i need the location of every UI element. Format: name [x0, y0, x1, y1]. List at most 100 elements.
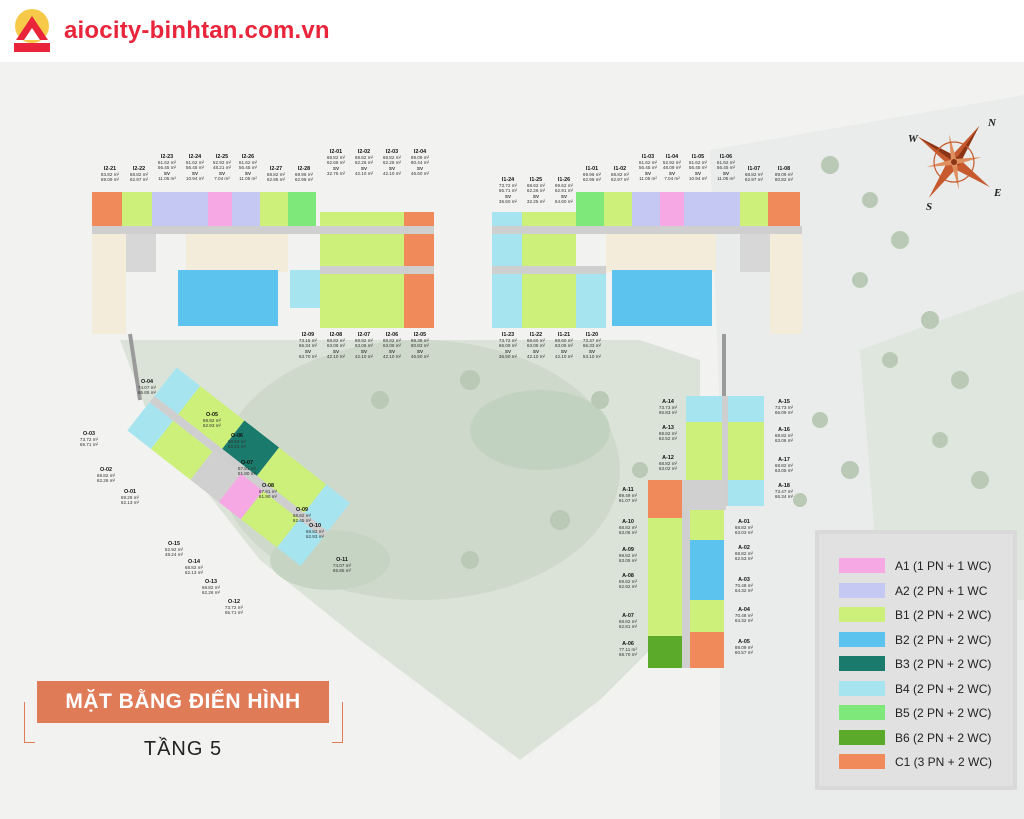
legend-label: B1 (2 PN + 2 WC): [895, 608, 992, 622]
legend-label: B4 (2 PN + 2 WC): [895, 681, 992, 696]
legend-label: A2 (2 PN + 1 WC: [895, 583, 988, 598]
legend-label: B2 (2 PN + 2 WC): [895, 632, 992, 647]
legend-swatch: [839, 631, 885, 647]
legend-swatch: [839, 705, 885, 720]
title-bracket-right: [332, 702, 343, 743]
plan-title: MẶT BẰNG ĐIỂN HÌNH: [65, 690, 301, 713]
legend-label: A1 (1 PN + 1 WC): [895, 559, 992, 573]
legend-swatch: [839, 656, 885, 671]
legend-swatch: [839, 582, 885, 598]
compass-w: W: [908, 133, 919, 145]
legend-item-c1: C1 (3 PN + 2 WC): [839, 752, 1009, 772]
aio-city-logo: [14, 9, 50, 52]
legend-label: B3 (2 PN + 2 WC): [895, 657, 992, 671]
legend-swatch: [839, 729, 885, 745]
legend-swatch: [839, 680, 885, 696]
title-banner: MẶT BẰNG ĐIỂN HÌNH: [37, 681, 329, 723]
legend-item-b1: B1 (2 PN + 2 WC): [839, 605, 1009, 625]
legend-swatch: [839, 754, 885, 769]
title-bracket-left: [24, 702, 35, 743]
legend-item-a2: A2 (2 PN + 1 WC: [839, 581, 1009, 601]
legend-item-b2: B2 (2 PN + 2 WC): [839, 630, 1009, 650]
floor-label: TẦNG 5: [143, 738, 223, 760]
legend-item-b4: B4 (2 PN + 2 WC): [839, 679, 1009, 699]
legend-label: B5 (2 PN + 2 WC): [895, 706, 992, 720]
legend-item-b5: B5 (2 PN + 2 WC): [839, 703, 1009, 723]
site-url[interactable]: aiocity-binhtan.com.vn: [64, 17, 330, 44]
legend-swatch: [839, 558, 885, 573]
legend-label: C1 (3 PN + 2 WC): [895, 755, 993, 769]
compass-s: S: [926, 201, 932, 212]
legend-item-b6: B6 (2 PN + 2 WC): [839, 728, 1009, 748]
compass-rose-icon: N E S W: [908, 117, 1001, 212]
legend-item-a1: A1 (1 PN + 1 WC): [839, 556, 1009, 576]
legend-item-b3: B3 (2 PN + 2 WC): [839, 654, 1009, 674]
legend-swatch: [839, 607, 885, 622]
legend-panel: A1 (1 PN + 1 WC) A2 (2 PN + 1 WC B1 (2 PN …: [819, 534, 1013, 786]
compass-e: E: [993, 187, 1001, 199]
